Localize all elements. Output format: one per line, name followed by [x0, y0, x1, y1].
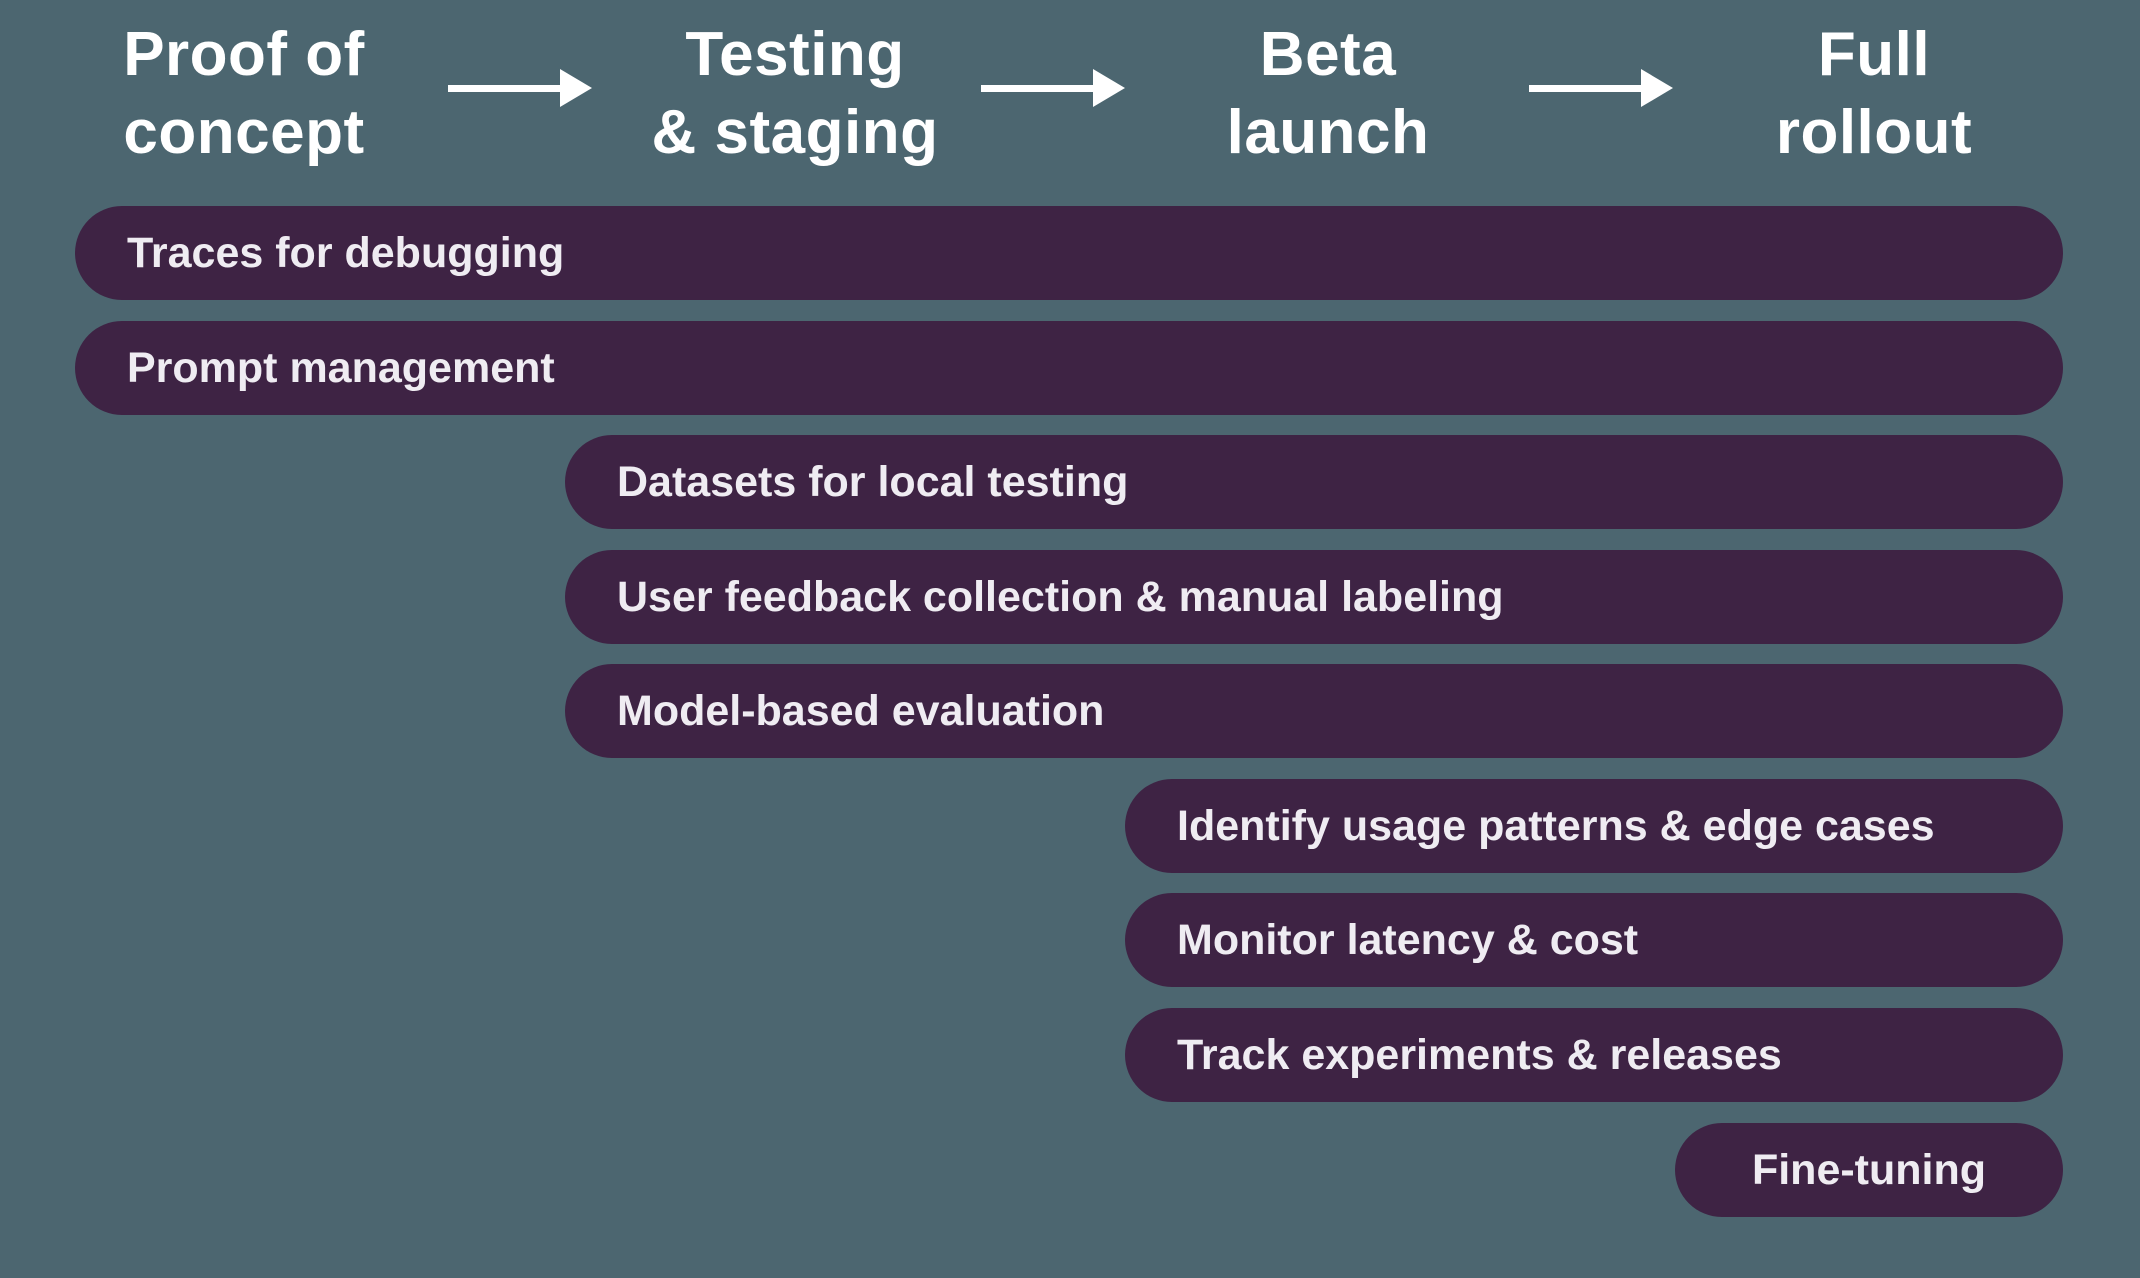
bar-label: Track experiments & releases: [1177, 1030, 1782, 1079]
bar-model-based-evaluation: Model-based evaluation: [565, 664, 2063, 758]
bar-label: Datasets for local testing: [617, 457, 1129, 506]
bar-label: Monitor latency & cost: [1177, 915, 1639, 964]
bar-label: Prompt management: [127, 343, 555, 392]
phase-header-line: concept: [123, 98, 365, 167]
bar-datasets-for-local-testing: Datasets for local testing: [565, 435, 2063, 529]
bar-user-feedback-collection: User feedback collection & manual labeli…: [565, 550, 2063, 644]
phase-header-line: & staging: [651, 98, 939, 167]
arrow-right-icon: [1529, 69, 1673, 107]
bar-track-experiments-releases: Track experiments & releases: [1125, 1008, 2063, 1102]
arrow-right-icon: [981, 69, 1125, 107]
arrow-shaft: [448, 84, 560, 92]
bar-label: Fine-tuning: [1751, 1145, 1987, 1194]
phase-header-proof-of-concept: Proof of concept: [123, 16, 365, 172]
phase-header-line: Proof of: [123, 20, 365, 89]
phase-header-line: launch: [1226, 98, 1430, 167]
bar-traces-for-debugging: Traces for debugging: [75, 206, 2063, 300]
phase-header-line: rollout: [1775, 98, 1973, 167]
arrow-shaft: [1529, 84, 1641, 92]
phase-header-line: Beta: [1259, 20, 1397, 89]
arrow-shaft: [981, 84, 1093, 92]
phase-header-full-rollout: Full rollout: [1776, 16, 1972, 172]
bar-fine-tuning: Fine-tuning: [1675, 1123, 2063, 1217]
bar-monitor-latency-cost: Monitor latency & cost: [1125, 893, 2063, 987]
bar-label: Traces for debugging: [127, 228, 565, 277]
phase-header-line: Testing: [685, 20, 905, 89]
bar-prompt-management: Prompt management: [75, 321, 2063, 415]
arrow-head: [560, 69, 592, 107]
bar-label: Model-based evaluation: [617, 686, 1105, 735]
bar-label: User feedback collection & manual labeli…: [617, 572, 1504, 621]
bar-identify-usage-patterns: Identify usage patterns & edge cases: [1125, 779, 2063, 873]
arrow-right-icon: [448, 69, 592, 107]
bar-label: Identify usage patterns & edge cases: [1177, 801, 1935, 850]
arrow-head: [1641, 69, 1673, 107]
phase-header-beta-launch: Beta launch: [1227, 16, 1430, 172]
arrow-head: [1093, 69, 1125, 107]
phase-header-line: Full: [1817, 20, 1931, 89]
phase-header-testing-staging: Testing & staging: [652, 16, 939, 172]
